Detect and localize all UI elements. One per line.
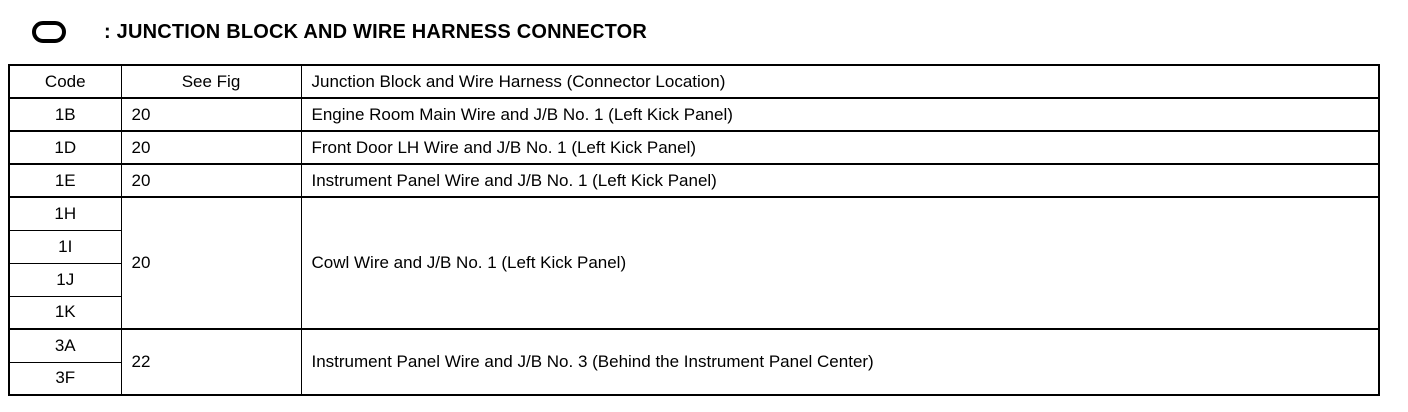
connector-symbol-icon	[32, 21, 66, 43]
table-row: 1E 20 Instrument Panel Wire and J/B No. …	[8, 163, 1380, 198]
location-cell: Engine Room Main Wire and J/B No. 1 (Lef…	[300, 97, 1380, 132]
location-cell: Instrument Panel Wire and J/B No. 3 (Beh…	[300, 328, 1380, 396]
table-row: 1J	[8, 262, 1379, 297]
table-row: 3A 22 Instrument Panel Wire and J/B No. …	[8, 328, 1380, 396]
page-header: : JUNCTION BLOCK AND WIRE HARNESS CONNEC…	[32, 12, 647, 52]
column-header-see-fig: See Fig	[120, 64, 302, 99]
code-cell: 1H	[8, 196, 122, 231]
location-cell: Cowl Wire and J/B No. 1 (Left Kick Panel…	[300, 196, 1380, 330]
table-row: 3F	[8, 361, 1379, 396]
see-fig-cell: 20	[120, 163, 302, 198]
table-row: 1B 20 Engine Room Main Wire and J/B No. …	[8, 97, 1380, 132]
column-header-location: Junction Block and Wire Harness (Connect…	[300, 64, 1380, 99]
table-row: 1I	[8, 229, 1379, 264]
see-fig-cell: 20	[120, 196, 302, 330]
see-fig-cell: 20	[120, 97, 302, 132]
page-title: : JUNCTION BLOCK AND WIRE HARNESS CONNEC…	[104, 20, 648, 43]
see-fig-cell: 22	[120, 328, 302, 396]
code-cell: 1J	[8, 262, 122, 297]
code-cell: 3A	[8, 328, 122, 363]
column-header-code: Code	[8, 64, 122, 99]
code-cell: 1D	[8, 130, 122, 165]
location-cell: Instrument Panel Wire and J/B No. 1 (Lef…	[300, 163, 1380, 198]
table-row: 1D 20 Front Door LH Wire and J/B No. 1 (…	[8, 130, 1380, 165]
table-header-row: Code See Fig Junction Block and Wire Har…	[8, 64, 1380, 99]
code-cell: 1B	[8, 97, 122, 132]
table-row: 1H 20 Cowl Wire and J/B No. 1 (Left Kick…	[8, 196, 1380, 330]
code-cell: 1I	[8, 229, 122, 264]
see-fig-cell: 20	[120, 130, 302, 165]
connector-table: Code See Fig Junction Block and Wire Har…	[8, 64, 1380, 396]
location-cell: Front Door LH Wire and J/B No. 1 (Left K…	[300, 130, 1380, 165]
code-cell: 1E	[8, 163, 122, 198]
code-cell: 1K	[8, 295, 122, 330]
code-cell: 3F	[8, 361, 122, 396]
